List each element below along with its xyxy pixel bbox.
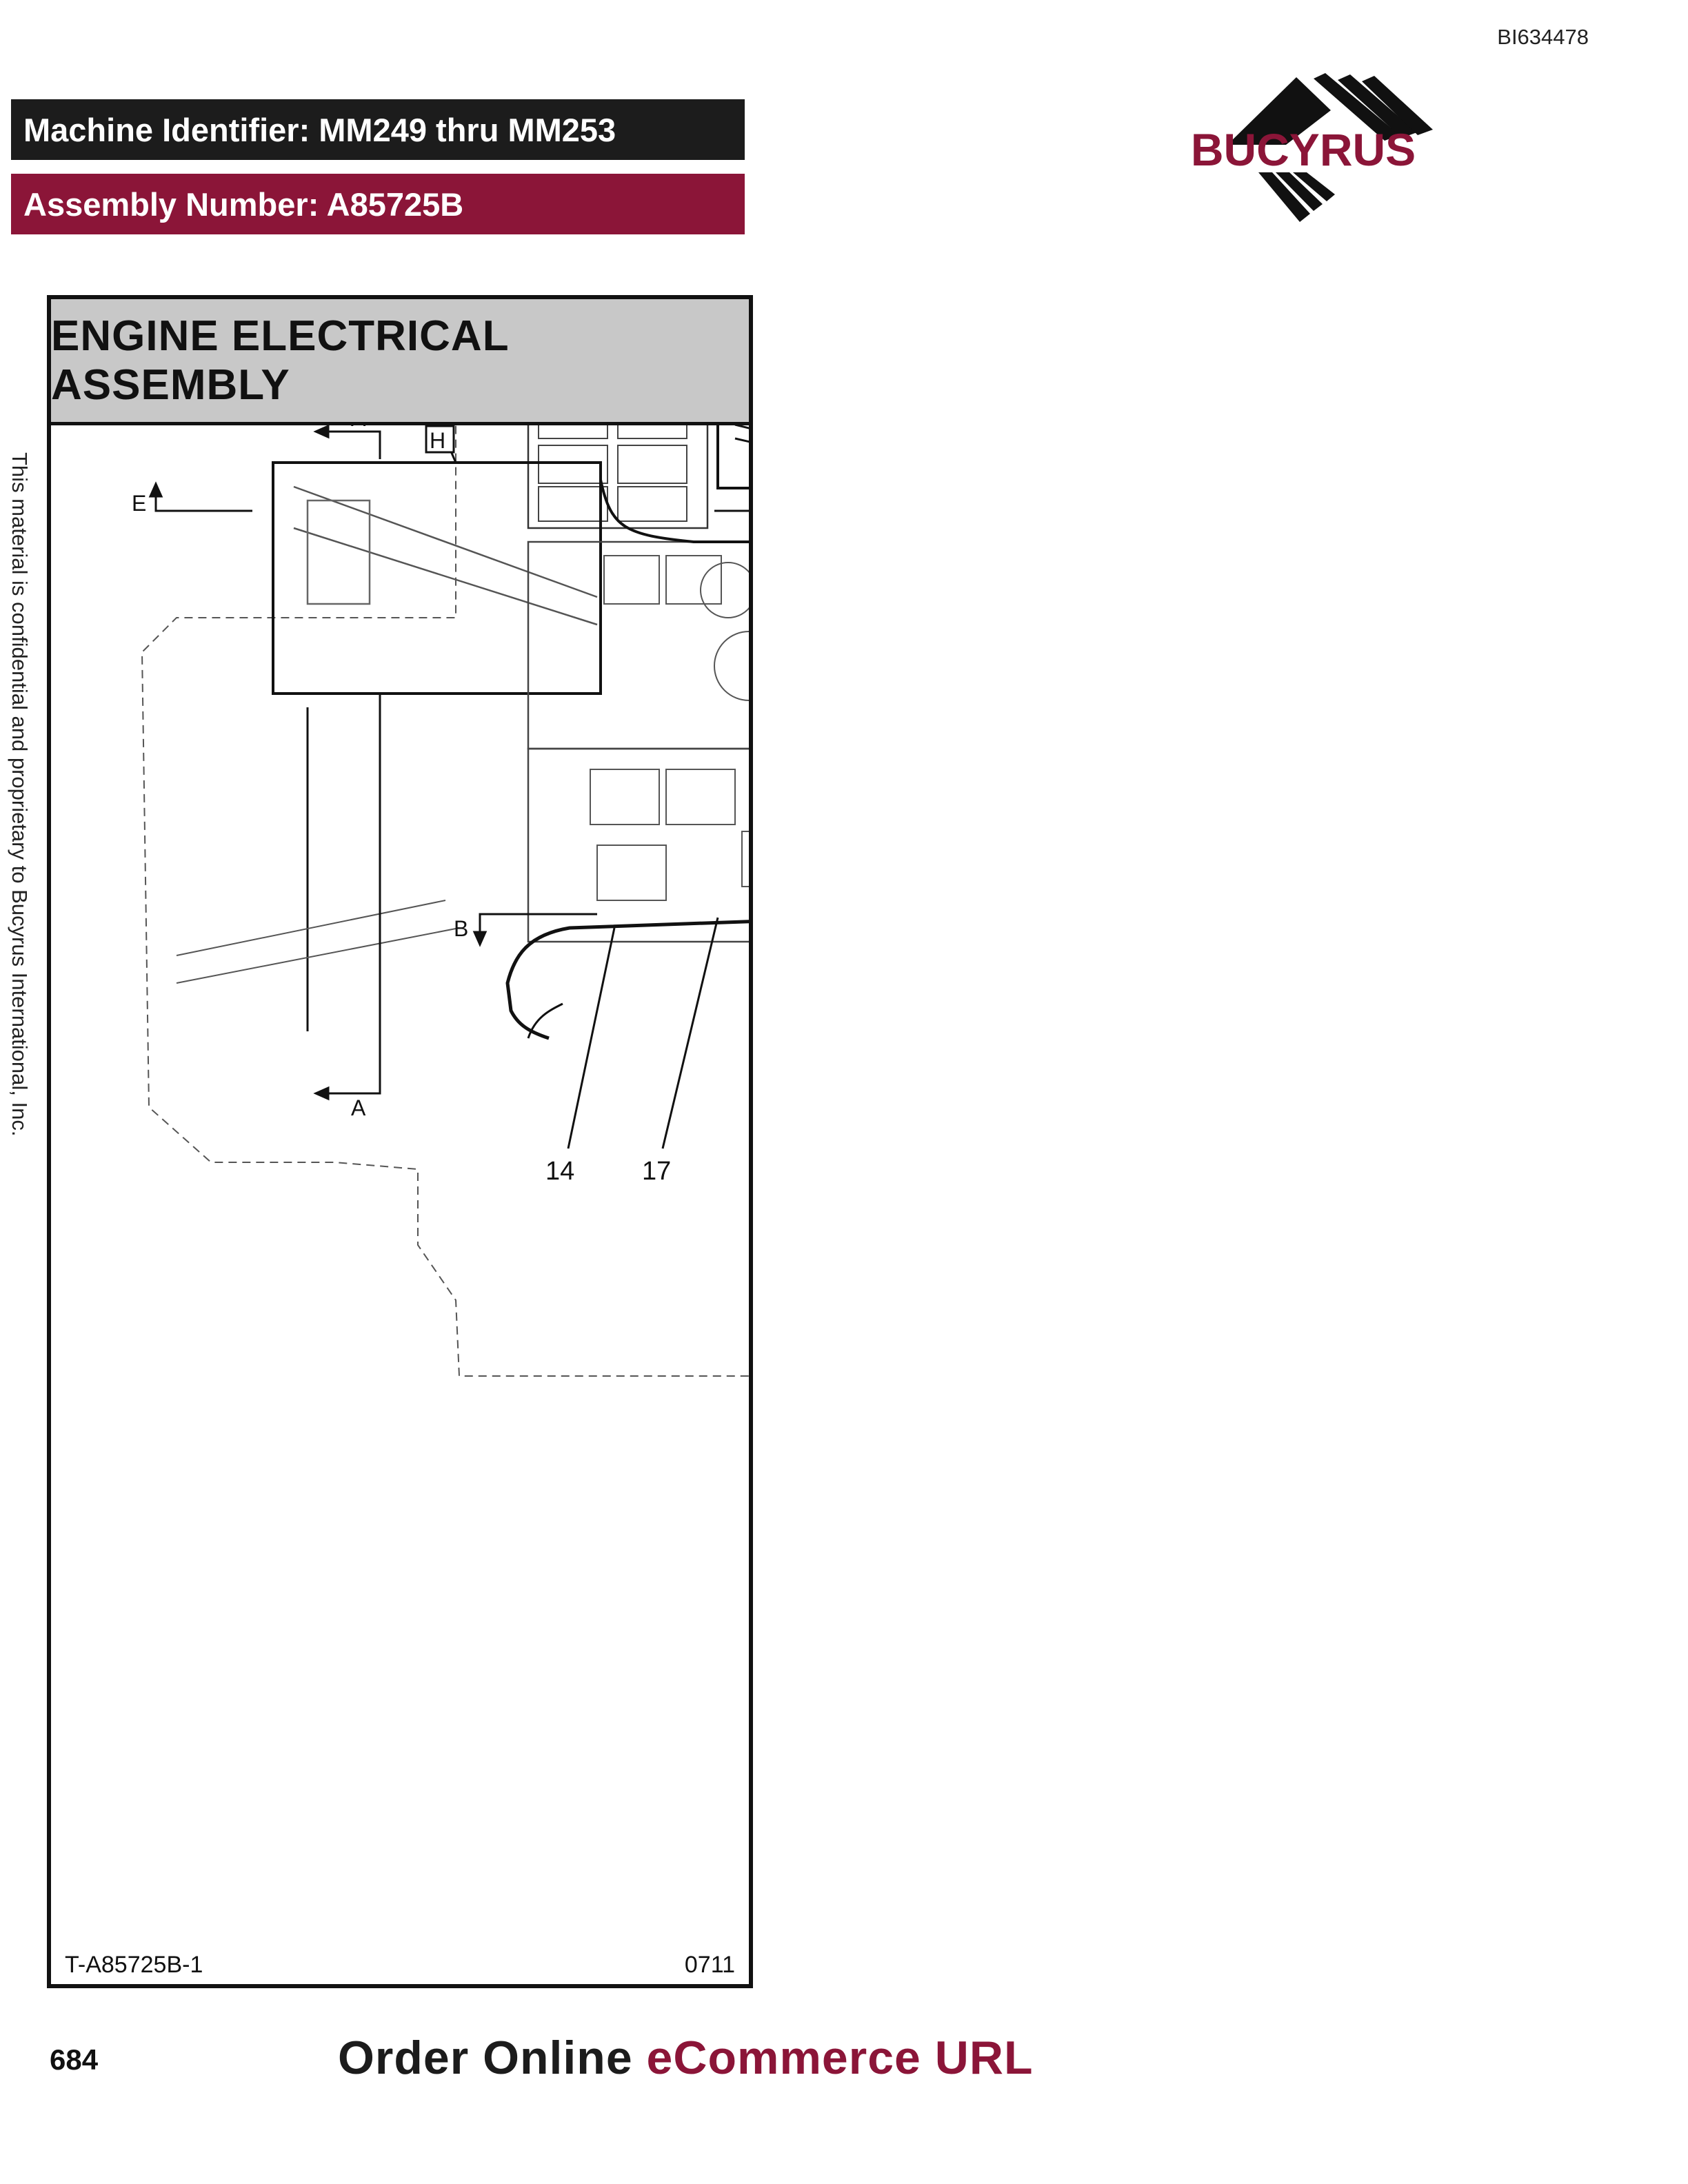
detail-h-label: H [430, 428, 445, 453]
section-a-bottom-label: A [351, 1095, 366, 1120]
figure-date-code: 0711 [684, 1952, 735, 1978]
section-e-left-label: E [132, 491, 146, 516]
machine-identifier-bar: Machine Identifier: MM249 thru MM253 [11, 99, 745, 160]
engine-electrical-drawing: 18 18 14 17 A A E E C C F F B B D H J [132, 425, 749, 1377]
page-number: 684 [50, 2043, 99, 2076]
logo-mountain-icon [1227, 77, 1331, 145]
figure-id: T-A85725B-1 [65, 1952, 203, 1978]
assembly-number-bar: Assembly Number: A85725B [11, 174, 745, 234]
logo-text: BUCYRUS [1191, 124, 1416, 175]
panel-title: ENGINE ELECTRICAL ASSEMBLY [51, 299, 749, 425]
confidentiality-note: This material is confidential and propri… [8, 452, 32, 1137]
order-online-text: Order Online [338, 2032, 633, 2084]
section-b-left-label: B [454, 916, 468, 941]
drawing-panel: ENGINE ELECTRICAL ASSEMBLY [47, 295, 753, 1988]
callout-17: 17 [642, 1157, 671, 1186]
document-id: BI634478 [1497, 25, 1589, 49]
ecommerce-url-text: eCommerce URL [646, 2032, 1034, 2084]
callout-14: 14 [545, 1157, 574, 1186]
bucyrus-logo: BUCYRUS [1191, 73, 1433, 222]
section-a-top-label: A [351, 425, 366, 431]
order-online-link[interactable]: Order Online eCommerce URL [338, 2031, 1034, 2085]
